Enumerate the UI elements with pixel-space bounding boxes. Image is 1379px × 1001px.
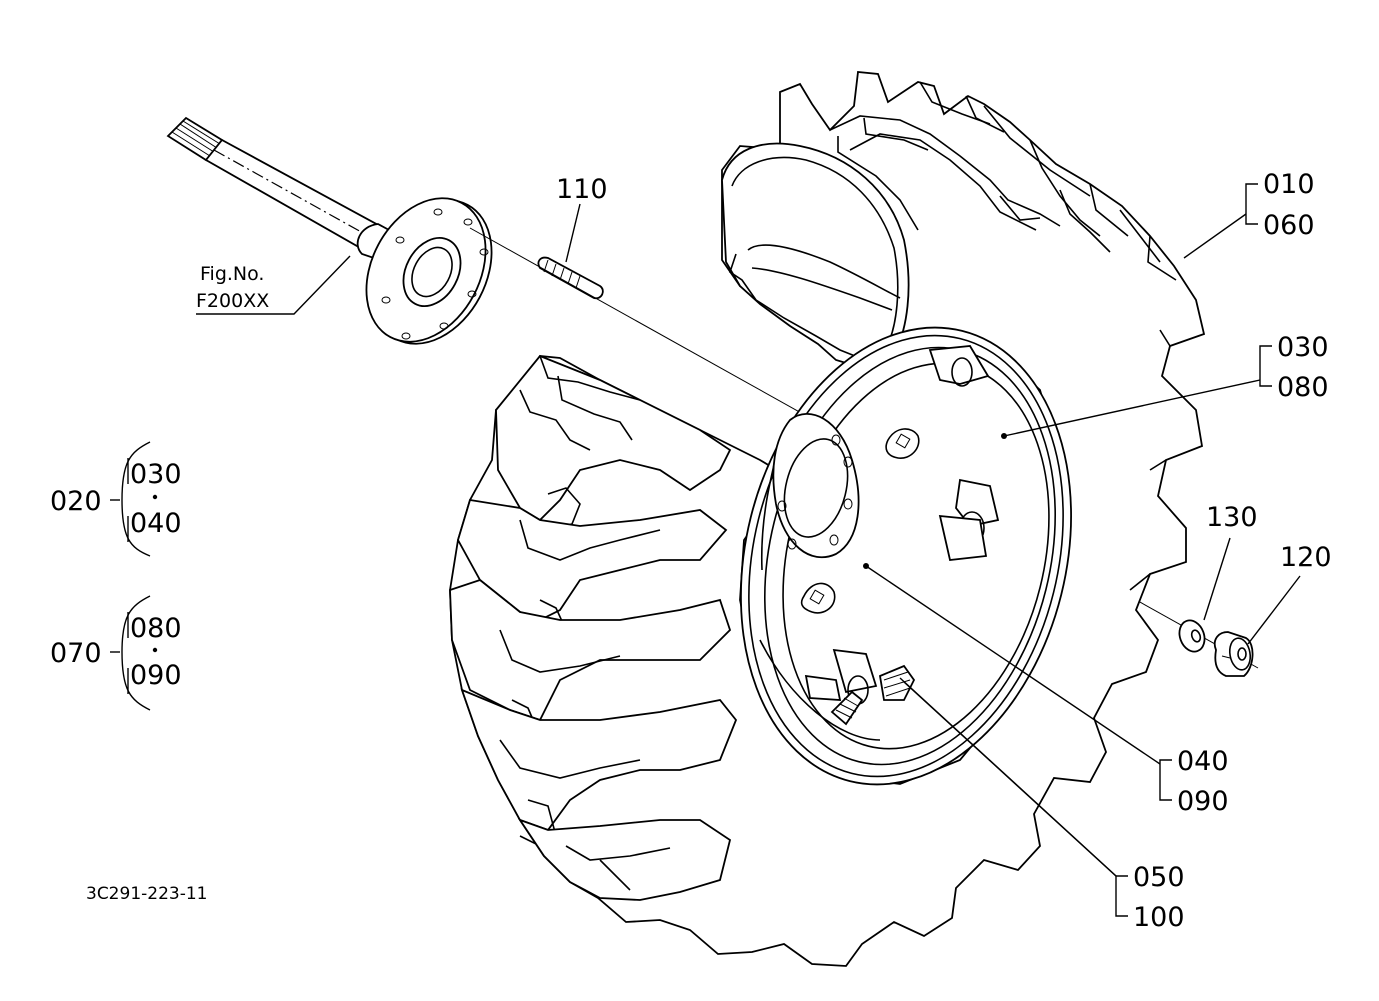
drawing-number: 3C291-223-11 xyxy=(86,884,207,904)
assembly-070-child-080: 080 xyxy=(130,613,182,644)
assembly-parent-020: 020 xyxy=(50,486,102,517)
callout-100: 100 xyxy=(1133,902,1185,933)
figure-ref-line2: F200XX xyxy=(196,290,269,312)
callout-090: 090 xyxy=(1177,786,1229,817)
assembly-parent-070: 070 xyxy=(50,638,102,669)
assembly-brackets xyxy=(110,441,158,711)
callout-130: 130 xyxy=(1206,502,1258,533)
assembly-020-child-030: 030 xyxy=(130,459,182,490)
callout-050: 050 xyxy=(1133,862,1185,893)
stud-bolt xyxy=(537,256,604,300)
callout-120: 120 xyxy=(1280,542,1332,573)
assembly-070-child-090: 090 xyxy=(130,660,182,691)
callout-dot-040 xyxy=(863,563,869,569)
callout-040: 040 xyxy=(1177,746,1229,777)
callout-060: 060 xyxy=(1263,210,1315,241)
wheel-rim xyxy=(740,326,1072,786)
tire-valve xyxy=(830,664,916,726)
hex-nut xyxy=(1213,631,1254,677)
tire-inner-section xyxy=(721,142,910,367)
axle-shaft xyxy=(166,116,402,264)
callout-010: 010 xyxy=(1263,169,1315,200)
callout-110: 110 xyxy=(556,174,608,205)
figure-ref-line1: Fig.No. xyxy=(200,263,264,285)
callout-030: 030 xyxy=(1277,332,1329,363)
assembly-020-child-040: 040 xyxy=(130,508,182,539)
axle-flange xyxy=(365,197,493,345)
tire-lugs-top xyxy=(829,81,1177,591)
callout-080: 080 xyxy=(1277,372,1329,403)
callout-labels: 110 010 060 030 080 130 120 040 090 050 … xyxy=(50,169,1332,933)
callout-dot-030 xyxy=(1001,433,1007,439)
figure-reference: Fig.No. F200XX xyxy=(196,255,351,315)
washer xyxy=(1178,619,1206,653)
callout-leaders xyxy=(565,183,1301,917)
tire-lugs-front xyxy=(449,354,738,901)
